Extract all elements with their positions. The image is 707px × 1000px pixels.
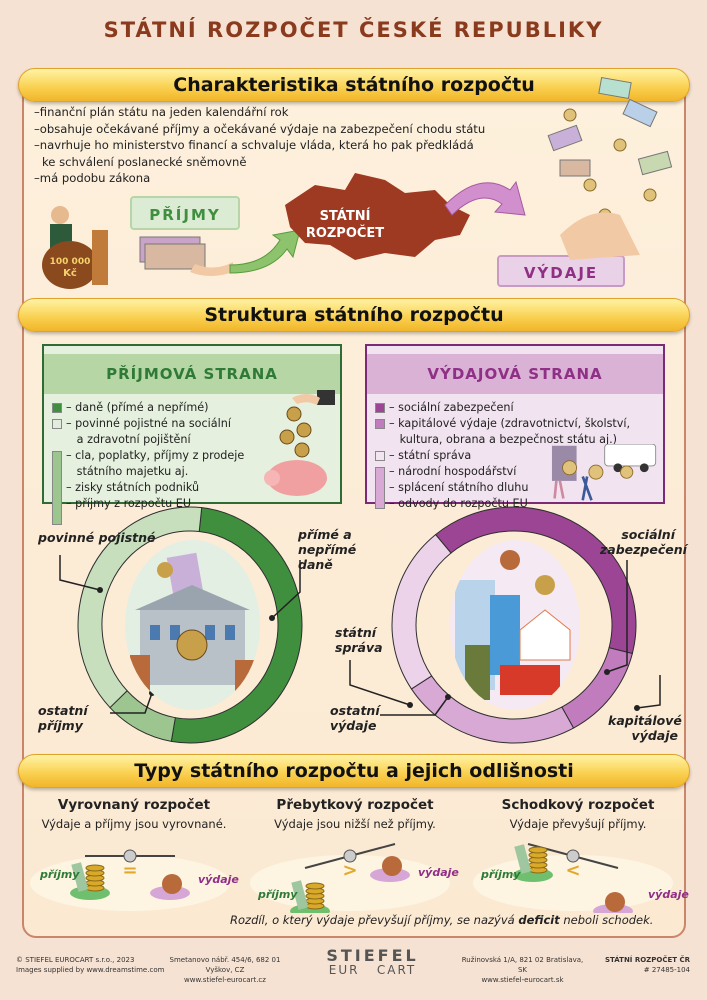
type-desc: Výdaje a příjmy jsou vyrovnané.: [41, 817, 227, 831]
budget-label: STÁTNÍ ROZPOČET: [300, 208, 390, 242]
label-socialni-zabezpeceni: sociální zabezpečení: [600, 527, 687, 557]
comparison-sign: >: [342, 860, 357, 881]
income-item: a zdravotní pojištění: [52, 432, 340, 448]
donut-segment-sprava: [391, 533, 452, 690]
label-dane: přímé a nepřímé daně: [298, 527, 357, 572]
svg-text:Kč: Kč: [63, 267, 77, 279]
footer-product: STÁTNÍ ROZPOČET ČR# 27485-104: [605, 956, 690, 974]
expense-item-text: – národní hospodářství: [389, 465, 517, 478]
leader-lines: [59, 555, 661, 716]
label-povinne-pojistne: povinné pojistné: [38, 530, 156, 545]
expense-item: – odvody do rozpočtu EU: [375, 496, 663, 512]
income-word: příjmy: [258, 888, 298, 901]
expense-side-title: VÝDAJOVÁ STRANA: [367, 354, 663, 394]
type-desc: Výdaje převyšují příjmy.: [509, 817, 647, 831]
expense-item: – sociální zabezpečení: [375, 400, 663, 416]
bullet: –finanční plán státu na jeden kalendářní…: [34, 105, 289, 119]
type-title: Přebytkový rozpočet: [276, 797, 434, 813]
expense-item-text: – odvody do rozpočtu EU: [389, 497, 528, 510]
income-word: příjmy: [481, 868, 521, 881]
income-item-text: – cla, poplatky, příjmy z prodeje: [66, 449, 245, 462]
income-label: PŘÍJMY: [130, 196, 240, 230]
expense-item: – kapitálové výdaje (zdravotnictví, škol…: [375, 416, 663, 432]
comparison-sign: <: [565, 860, 580, 881]
income-side-title: PŘÍJMOVÁ STRANA: [44, 354, 340, 394]
budget-label-line: STÁTNÍ: [319, 209, 371, 224]
bullet: ke schválení poslanecké sněmovně: [42, 154, 247, 169]
income-word: příjmy: [40, 868, 80, 881]
label-statni-sprava: státní správa: [335, 625, 383, 655]
income-item-text: státního majetku aj.: [66, 465, 189, 478]
expense-word: výdaje: [418, 866, 459, 879]
label-kapitalove-vydaje: kapitálové výdaje: [608, 713, 682, 743]
expense-word: výdaje: [648, 888, 689, 901]
income-item: – daně (přímé a nepřímé): [52, 400, 340, 416]
bullet: –má podobu zákona: [34, 171, 151, 185]
bullet: –navrhuje ho ministerstvo financí a schv…: [34, 138, 474, 152]
income-item-text: – daně (přímé a nepřímé): [66, 401, 209, 414]
expense-item-text: kultura, obrana a bezpečnost státu aj.): [389, 433, 618, 446]
expense-word: výdaje: [198, 873, 239, 886]
balance-scale-1: > příjmy výdaje: [240, 838, 460, 918]
type-title: Schodkový rozpočet: [501, 797, 655, 813]
balance-scale-0: = příjmy výdaje: [20, 838, 240, 917]
income-item-text: – zisky státních podniků: [66, 481, 200, 494]
expense-item-text: – splácení státního dluhu: [389, 481, 529, 494]
type-desc: Výdaje jsou nižší než příjmy.: [274, 817, 436, 831]
public-services-illustration: [450, 540, 580, 710]
expense-label: VÝDAJE: [497, 255, 625, 287]
money-bag-text: 100 000: [50, 257, 91, 267]
bank-illustration: [125, 540, 260, 710]
expense-item-text: – sociální zabezpečení: [389, 401, 514, 414]
piggy-bank-illustration: [264, 390, 335, 496]
section-heading-types: Typy státního rozpočtu a jejich odlišnos…: [18, 754, 690, 788]
expense-item: – státní správa: [375, 448, 663, 464]
label-ostatni-vydaje: ostatní výdaje: [330, 703, 380, 733]
income-item-text: – povinné pojistné na sociální: [66, 417, 231, 430]
section-heading-structure: Struktura státního rozpočtu: [18, 298, 690, 332]
income-item-text: – příjmy z rozpočtu EU: [66, 497, 192, 510]
income-item: – cla, poplatky, příjmy z prodeje: [52, 448, 340, 525]
expense-item-text: – státní správa: [389, 449, 472, 462]
income-item: – příjmy z rozpočtu EU: [52, 496, 340, 512]
income-item: – povinné pojistné na sociální: [52, 416, 340, 432]
income-donut: [77, 506, 303, 744]
expense-item: – splácení státního dluhu: [375, 480, 663, 496]
type-title: Vyrovnaný rozpočet: [57, 797, 211, 813]
income-item: státního majetku aj.: [52, 464, 340, 480]
expense-item: – národní hospodářství: [375, 464, 663, 509]
expense-side-box: VÝDAJOVÁ STRANA – sociální zabezpečení –…: [365, 344, 665, 510]
arrow-to-budget-icon: [229, 229, 301, 274]
czech-map-shape: [285, 173, 470, 260]
flying-money-illustration: [547, 76, 673, 260]
footer-address-cz: Smetanovo nábř. 454/6, 682 01 Vyškov, CZ…: [169, 956, 281, 984]
section-heading-characteristics: Charakteristika státního rozpočtu: [18, 68, 690, 102]
banknotes-hand-illustration: [135, 232, 235, 277]
expense-item: kultura, obrana a bezpečnost státu aj.): [375, 432, 663, 448]
bullet: –obsahuje očekávané příjmy a očekávané v…: [34, 121, 486, 136]
donut-segment-pojistne: [77, 506, 203, 709]
delivery-illustration: [551, 444, 657, 501]
label-ostatni-prijmy: ostatní příjmy: [38, 703, 88, 733]
budget-label-line: ROZPOČET: [305, 226, 385, 241]
expense-donut: [391, 506, 637, 744]
poster-title: STÁTNÍ ROZPOČET ČESKÉ REPUBLIKY: [103, 18, 604, 42]
deficit-note: Rozdíl, o který výdaje převyšují příjmy,…: [230, 913, 654, 927]
expense-item-text: – kapitálové výdaje (zdravotnictví, škol…: [389, 417, 631, 430]
comparison-sign: =: [122, 860, 137, 881]
income-item: – zisky státních podniků: [52, 480, 340, 496]
balance-scale-2: < příjmy výdaje: [463, 838, 689, 918]
arrow-to-expenses-icon: [444, 180, 526, 216]
characteristics-list: –finanční plán státu na jeden kalendářní…: [34, 104, 485, 187]
income-item-text: a zdravotní pojištění: [66, 433, 191, 446]
